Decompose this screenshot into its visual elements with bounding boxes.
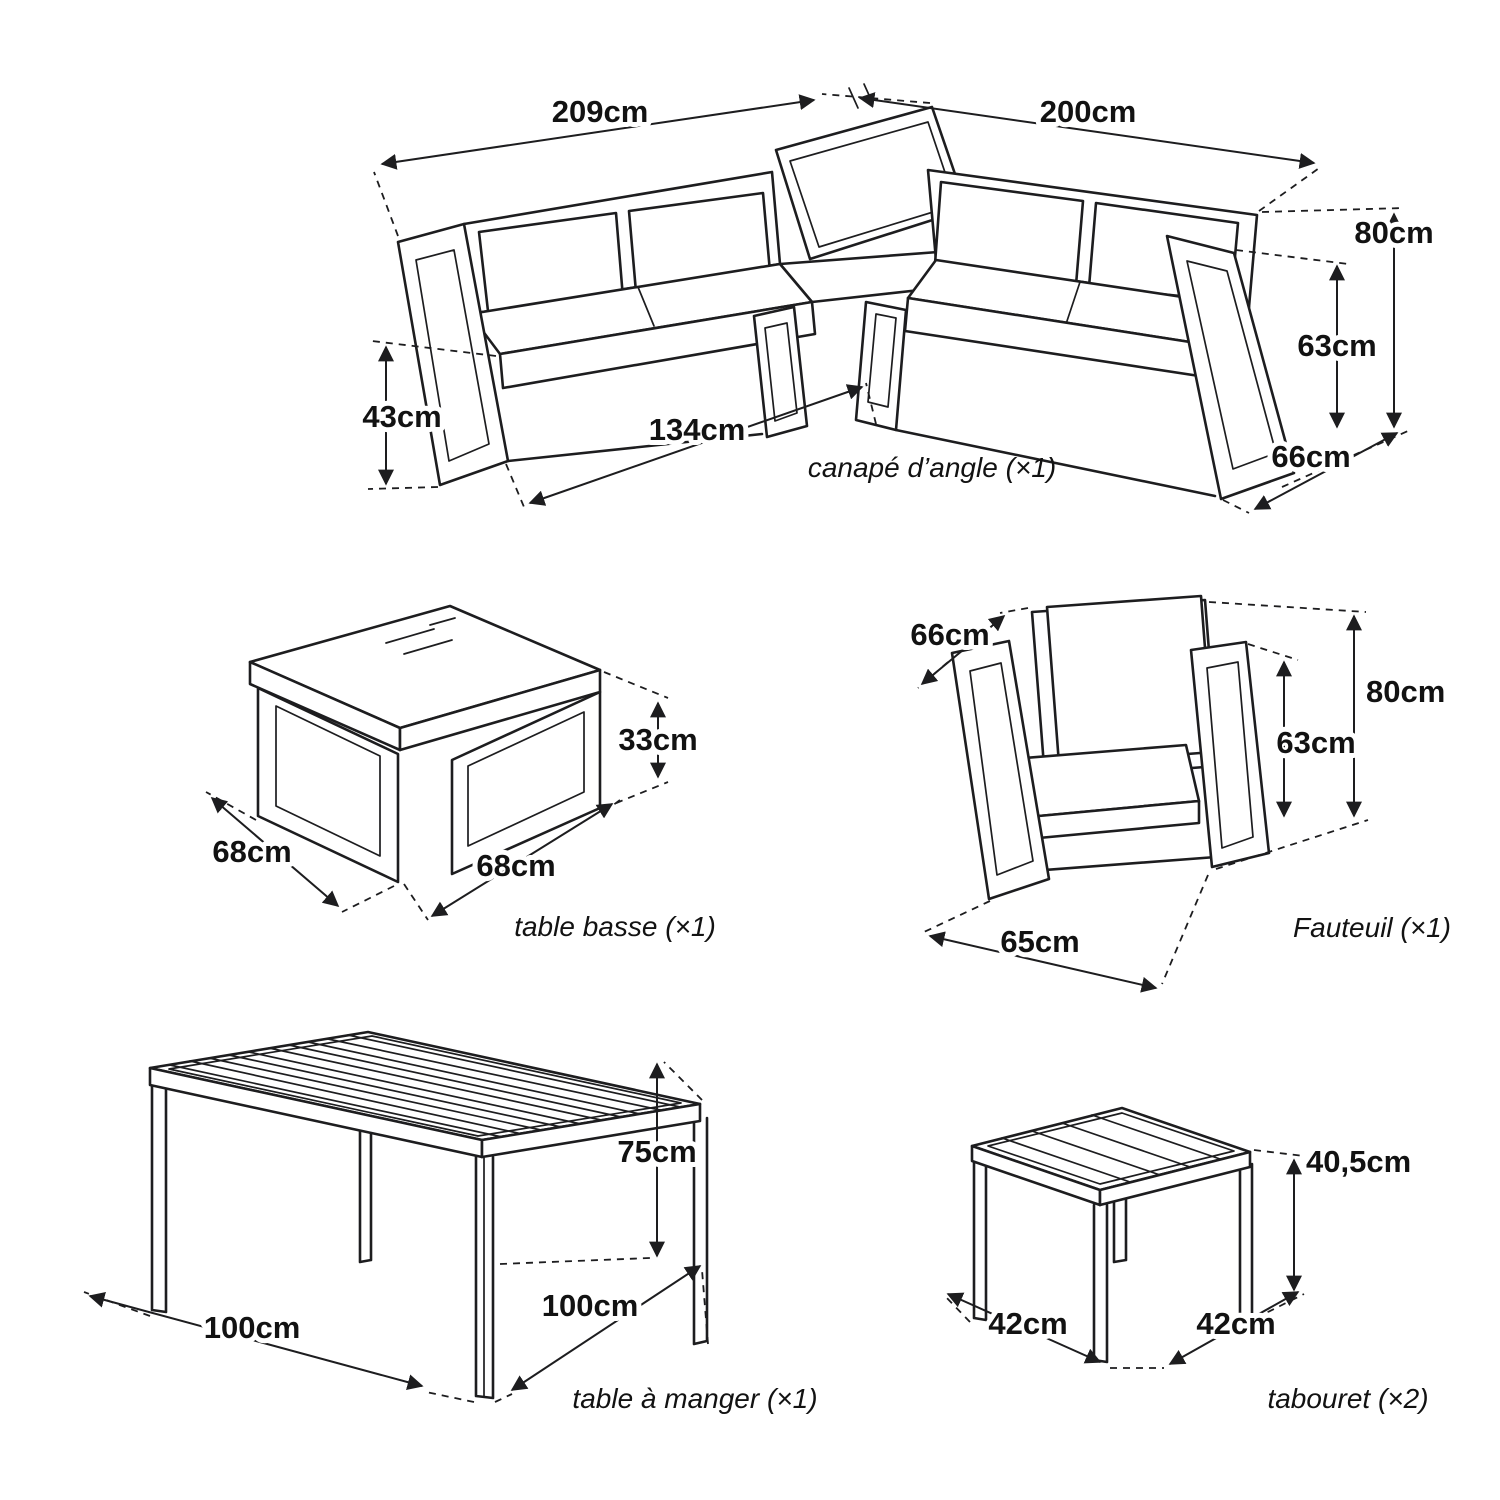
coffee-table-caption: table basse (×1) xyxy=(514,911,716,942)
coffee-table-width-dim-label: 68cm xyxy=(476,848,555,883)
stool-front-leg xyxy=(1092,1203,1109,1364)
coffee-table-drawing xyxy=(248,604,602,884)
armchair-depth-dim-label: 66cm xyxy=(910,617,989,652)
sofa-length-seat-dim-label: 134cm xyxy=(649,412,746,447)
sofa-height-total-dim-label: 80cm xyxy=(1354,215,1433,250)
stool-height-dim-label: 40,5cm xyxy=(1306,1144,1411,1179)
sofa-depth-dim-label: 66cm xyxy=(1271,439,1350,474)
armchair-height-total-dim-label: 80cm xyxy=(1366,674,1445,709)
armchair-width-dim-label: 65cm xyxy=(1000,924,1079,959)
dining-table-height-dim-label: 75cm xyxy=(617,1134,696,1169)
stool-slats xyxy=(1001,1114,1221,1183)
dining-table-drawing xyxy=(148,1030,709,1400)
dining-table-slats xyxy=(169,1034,681,1138)
coffee-table-left-leg-frame xyxy=(256,686,400,884)
glass-reflection-marks xyxy=(385,617,456,655)
corner-sofa-drawing xyxy=(396,83,1296,501)
corner-sofa-dimensions: 209cm 200cm 80cm 63cm 43cm 134cm 66cm ca… xyxy=(357,89,1439,514)
sofa-height-backrest-dim-label: 63cm xyxy=(1297,328,1376,363)
armchair-height-backrest-dim-label: 63cm xyxy=(1276,725,1355,760)
sofa-width-left-dim-label: 209cm xyxy=(552,94,649,129)
armchair-caption: Fauteuil (×1) xyxy=(1293,912,1451,943)
dining-table-width-dim-label: 100cm xyxy=(542,1288,639,1323)
dining-table-dimensions: 75cm 100cm 100cm table à manger (×1) xyxy=(83,1061,818,1414)
sofa-width-right-dim-label: 200cm xyxy=(1040,94,1137,129)
sofa-height-seat-dim-label: 43cm xyxy=(362,399,441,434)
stool-width-dim-label: 42cm xyxy=(1196,1306,1275,1341)
stool-depth-dim-label: 42cm xyxy=(988,1306,1067,1341)
coffee-table-dimensions: 33cm 68cm 68cm table basse (×1) xyxy=(205,671,716,942)
dining-table-back-leg xyxy=(358,1114,373,1264)
dining-table-depth-dim-label: 100cm xyxy=(204,1310,301,1345)
stool-caption: tabouret (×2) xyxy=(1267,1383,1428,1414)
coffee-table-depth-dim-label: 68cm xyxy=(212,834,291,869)
sofa-caption: canapé d’angle (×1) xyxy=(808,452,1056,483)
stool-left-leg xyxy=(972,1159,988,1322)
sofa-left-arm-frame xyxy=(396,222,510,487)
armchair-right-arm-frame xyxy=(1189,640,1271,869)
dining-table-caption: table à manger (×1) xyxy=(572,1383,817,1414)
stool-right-leg xyxy=(1238,1162,1254,1322)
armchair-back-cushion xyxy=(1045,594,1215,766)
coffee-table-height-dim-label: 33cm xyxy=(618,722,697,757)
dining-table-left-leg xyxy=(150,1083,168,1314)
stool-dimensions: 40,5cm 42cm 42cm tabouret (×2) xyxy=(943,1139,1429,1414)
stool-drawing xyxy=(970,1106,1254,1364)
armchair-dimensions: 66cm 80cm 63cm 65cm Fauteuil (×1) xyxy=(905,601,1451,993)
armchair-drawing xyxy=(950,594,1271,901)
